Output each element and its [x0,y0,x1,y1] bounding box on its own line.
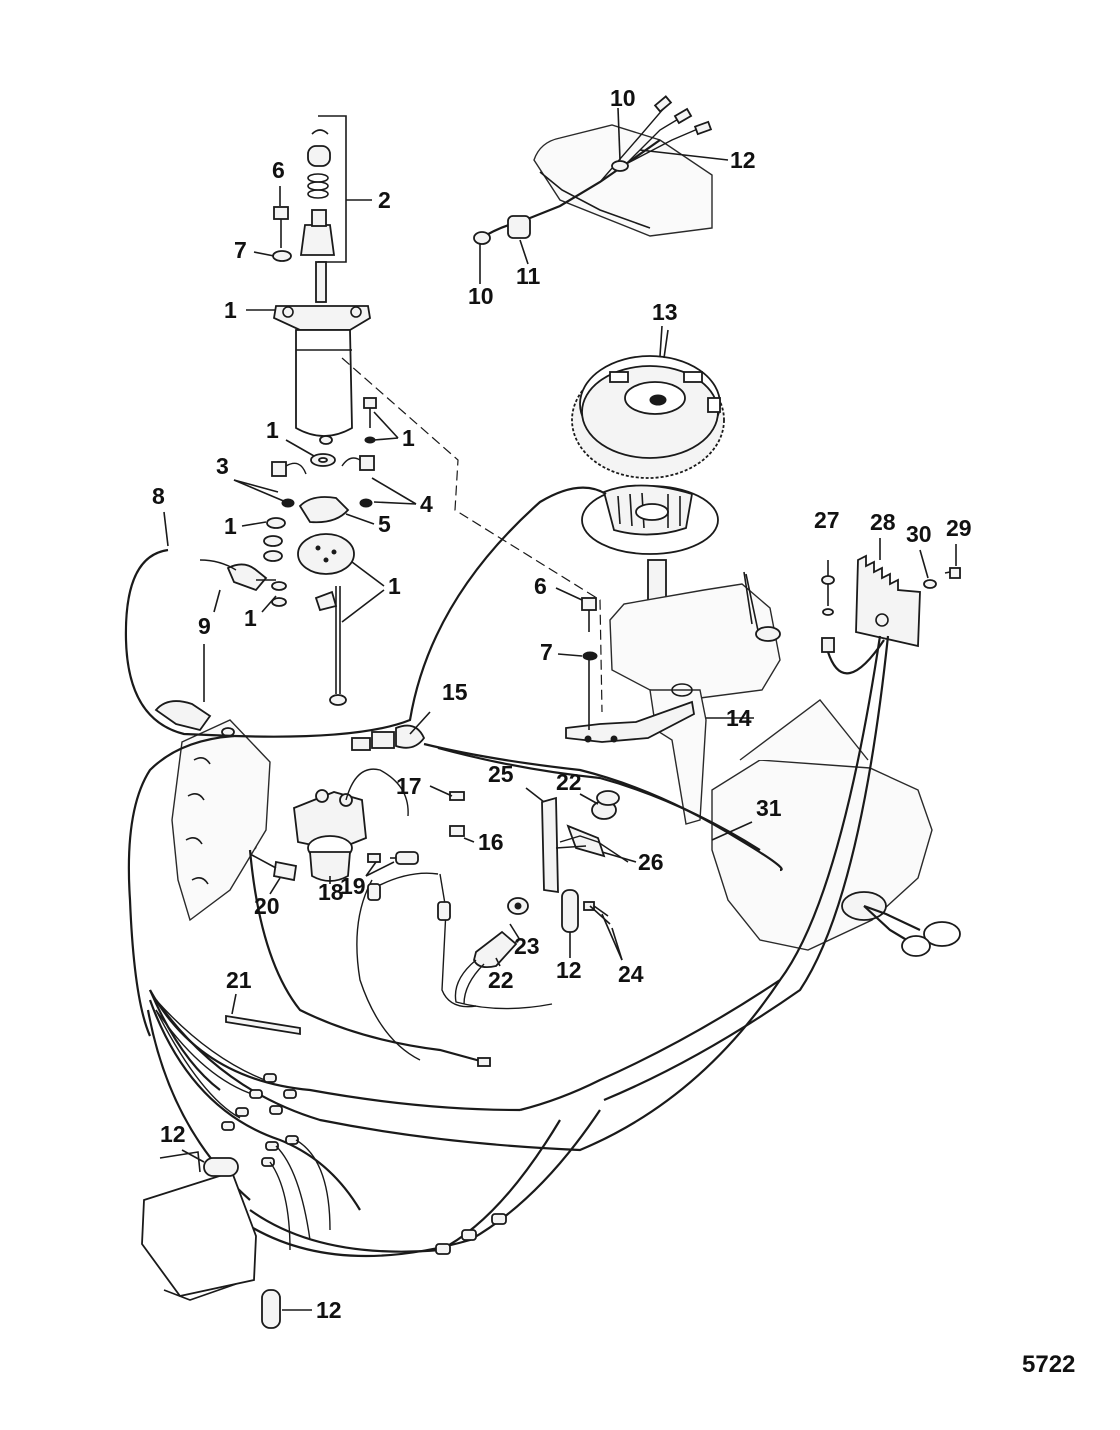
callout-12: 12 [316,1297,342,1323]
callout-7: 7 [234,237,247,263]
callout-1: 1 [224,513,237,539]
starter-cable-assembly [473,95,729,284]
callout-19: 19 [340,873,366,899]
flywheel-stator-group [565,325,781,825]
rectifier-group [519,554,961,1112]
callout-10: 10 [610,85,636,111]
callout-6: 6 [534,573,547,599]
callout-17: 17 [396,773,422,799]
callout-25: 25 [488,761,514,787]
callout-20: 20 [254,893,280,919]
callout-26: 26 [638,849,664,875]
figure-number: 5722 [1022,1351,1075,1378]
callout-31: 31 [756,795,782,821]
callout-2: 2 [378,187,391,213]
callout-4: 4 [420,491,433,517]
callout-27: 27 [814,507,840,533]
callout-15: 15 [442,679,468,705]
callout-1: 1 [402,425,415,451]
callout-5: 5 [378,511,391,537]
callout-labels: 1 1 1 1 1 1 2 3 4 5 6 6 7 7 8 9 10 10 [152,85,972,1323]
callout-7: 7 [540,639,553,665]
callout-8: 8 [152,483,165,509]
callout-1: 1 [224,297,237,323]
lower-cowl-ghost [711,699,961,957]
callout-12: 12 [556,957,582,983]
callout-9: 9 [198,613,211,639]
callout-22: 22 [488,967,514,993]
callout-18: 18 [318,879,344,905]
callout-22: 22 [556,769,582,795]
solenoid-harness-group [154,559,475,922]
callout-16: 16 [478,829,504,855]
callout-30: 30 [906,521,932,547]
callout-13: 13 [652,299,678,325]
callout-28: 28 [870,509,896,535]
callout-12: 12 [730,147,756,173]
callout-21: 21 [226,967,252,993]
main-harness [124,486,783,1329]
callout-24: 24 [618,961,644,987]
starter-motor-assembly [263,115,603,713]
callout-14: 14 [726,705,752,731]
callout-3: 3 [216,453,229,479]
callout-12: 12 [160,1121,186,1147]
callout-1: 1 [244,605,257,631]
callout-10: 10 [468,283,494,309]
callout-11: 11 [516,263,541,289]
callout-1: 1 [388,573,401,599]
callout-1: 1 [266,417,279,443]
callout-23: 23 [514,933,540,959]
callout-6: 6 [272,157,285,183]
key-switch-group [454,787,629,1010]
callout-29: 29 [946,515,972,541]
